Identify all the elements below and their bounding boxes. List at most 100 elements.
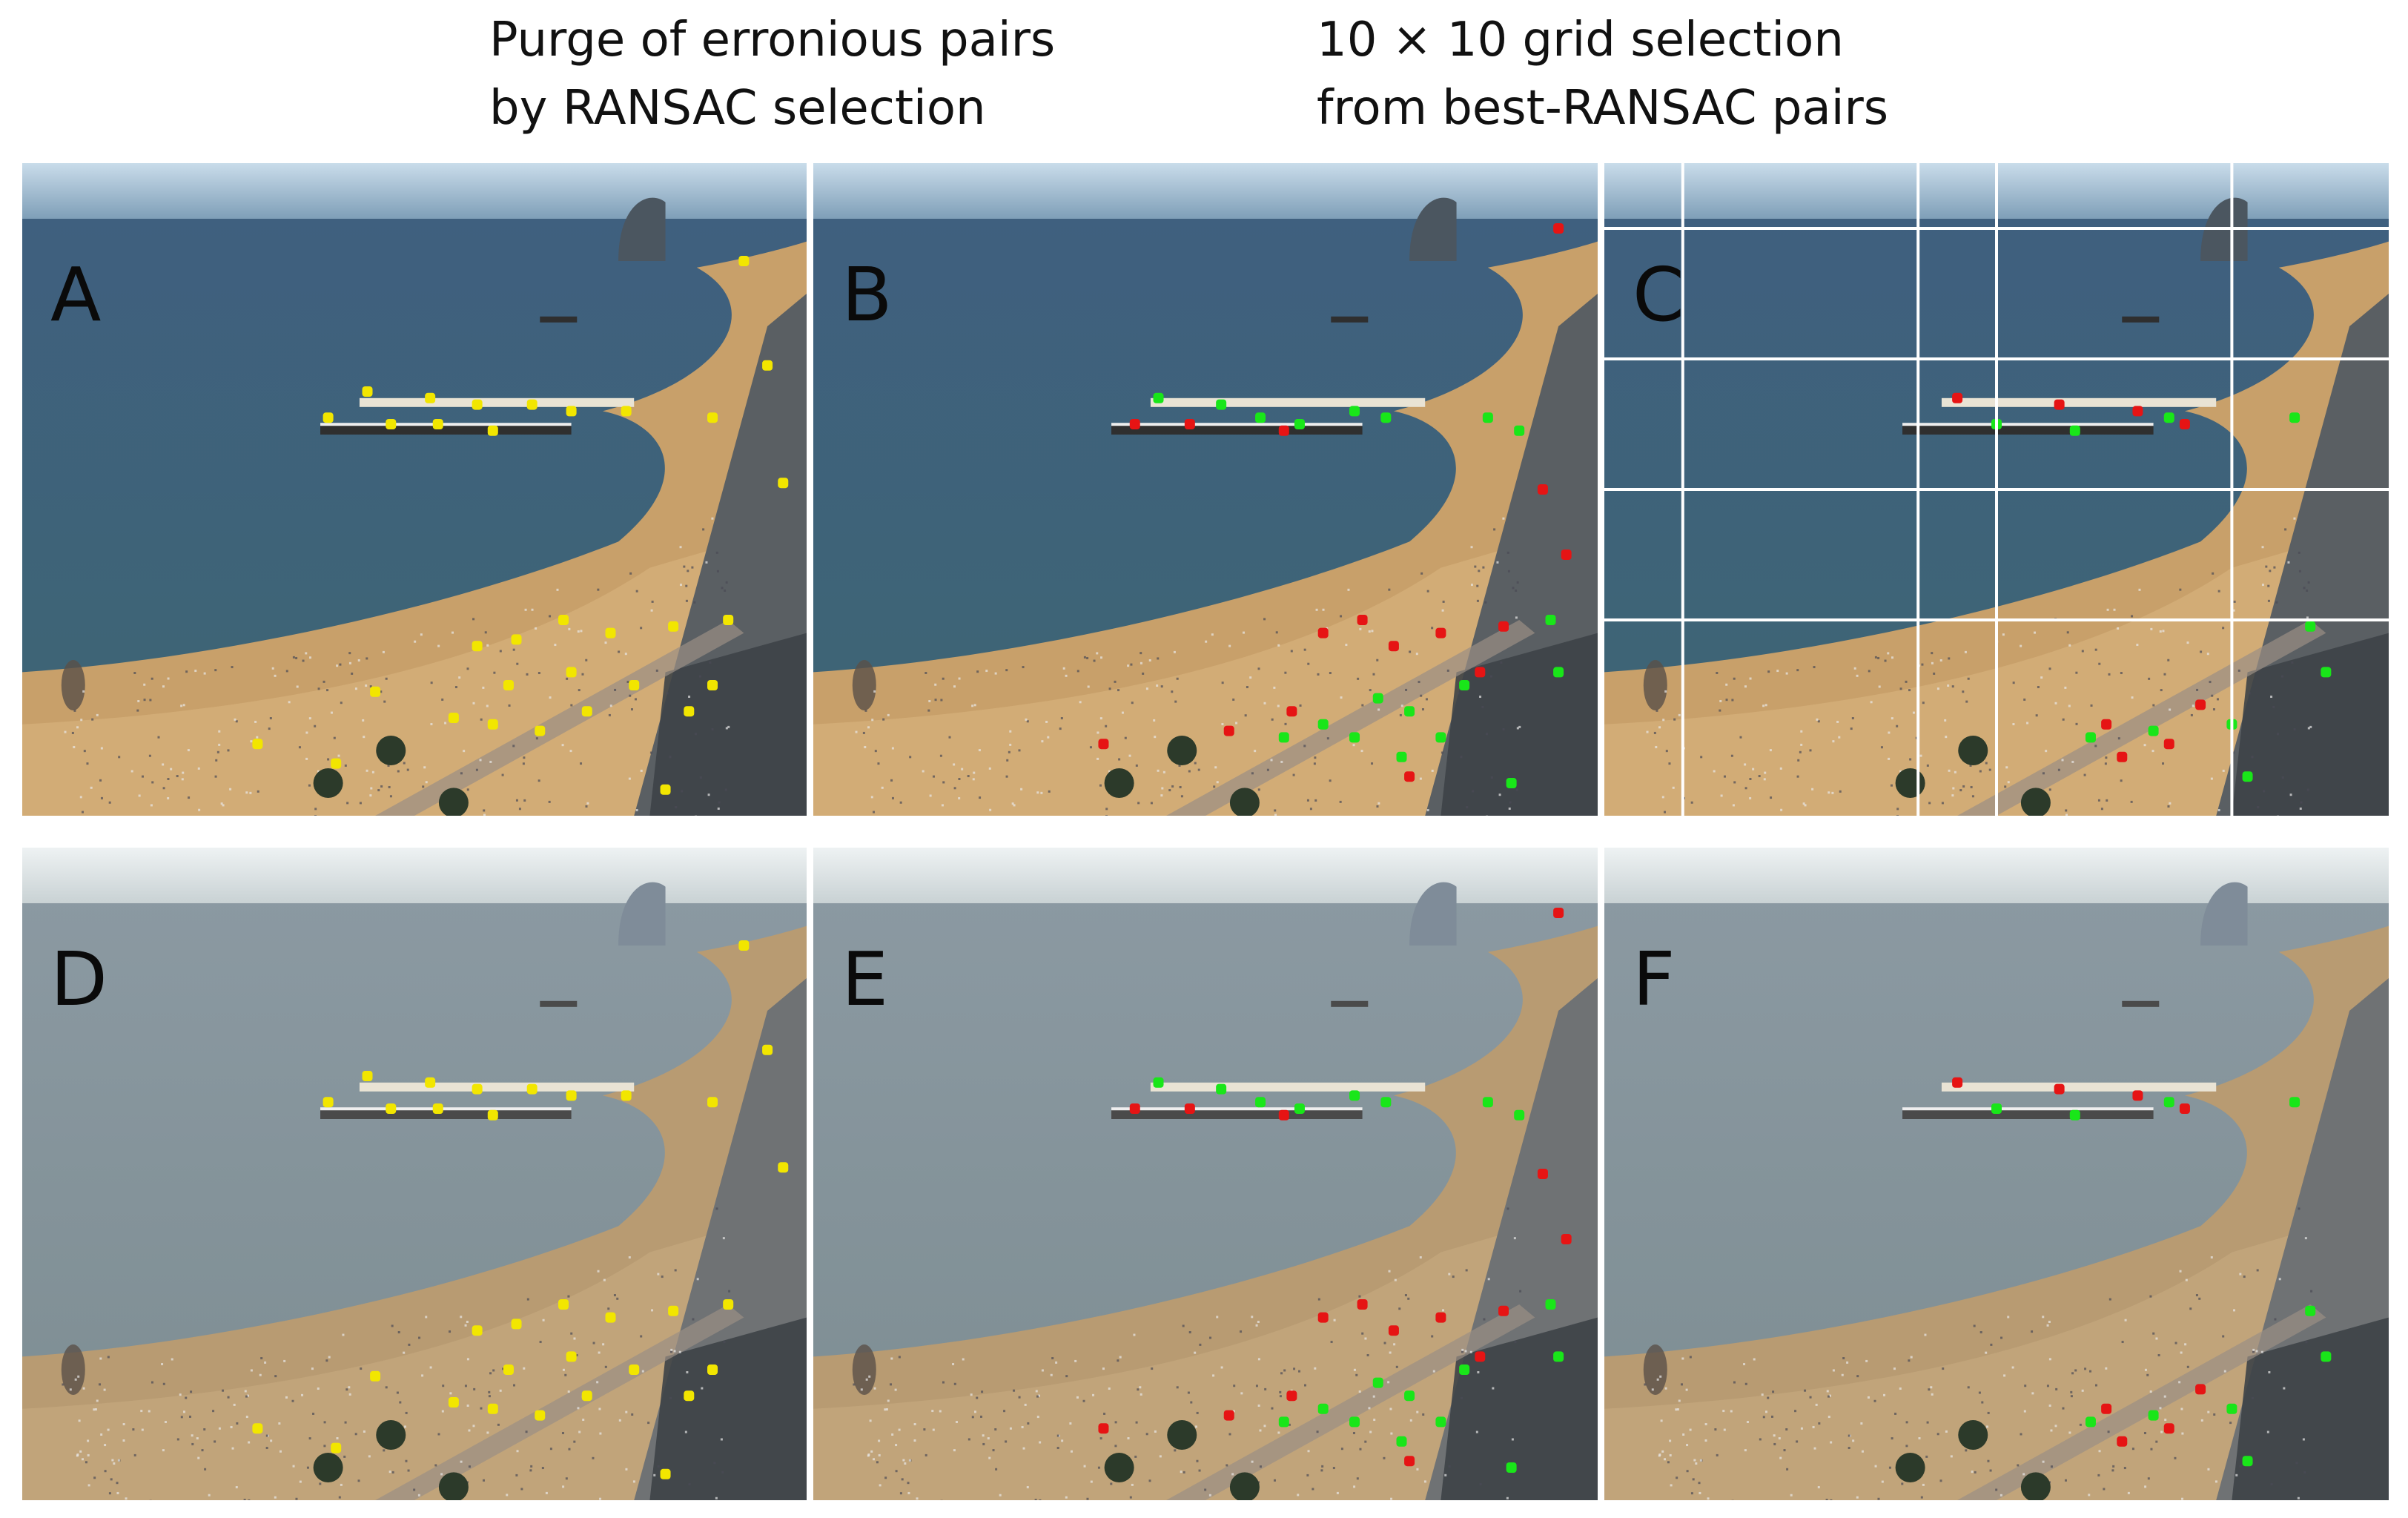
outlier-match-marker — [1223, 725, 1234, 736]
beach-photo-haze — [1604, 848, 2389, 1500]
candidate-match-marker — [487, 719, 498, 730]
panel-d: D — [22, 848, 807, 1500]
inlier-match-marker — [1506, 778, 1517, 788]
candidate-match-marker — [707, 412, 718, 423]
inlier-match-marker — [1553, 667, 1564, 678]
panel-label-e: E — [841, 936, 889, 1023]
candidate-match-marker — [629, 1364, 640, 1375]
candidate-match-marker — [487, 1109, 498, 1121]
inlier-match-marker — [2148, 725, 2159, 736]
candidate-match-marker — [566, 1090, 577, 1101]
inlier-match-marker — [1459, 680, 1470, 690]
candidate-match-marker — [472, 641, 483, 652]
inlier-match-marker — [1396, 1436, 1407, 1447]
candidate-match-marker — [472, 1325, 483, 1336]
outlier-match-marker — [1223, 1410, 1234, 1421]
panel-b: B — [813, 163, 1598, 816]
candidate-match-marker — [723, 615, 734, 625]
inlier-match-marker — [1349, 406, 1360, 417]
candidate-match-marker — [707, 1364, 718, 1375]
outlier-match-marker — [2132, 406, 2143, 417]
beach-photo-day — [1604, 163, 2389, 816]
heading-grid-line1: 10 × 10 grid selection — [1317, 13, 1844, 67]
candidate-match-marker — [581, 1390, 592, 1402]
candidate-match-marker — [684, 706, 695, 717]
inlier-match-marker — [1459, 1364, 1470, 1375]
inlier-match-marker — [1216, 399, 1227, 410]
outlier-match-marker — [1561, 1234, 1572, 1244]
inlier-match-marker — [2289, 412, 2300, 423]
outlier-match-marker — [2179, 419, 2190, 429]
candidate-match-marker — [778, 478, 789, 489]
candidate-match-marker — [660, 1468, 671, 1479]
inlier-match-marker — [1482, 1097, 1493, 1108]
inlier-match-marker — [1317, 1403, 1329, 1414]
candidate-match-marker — [762, 1044, 773, 1055]
candidate-match-marker — [487, 1403, 498, 1414]
inlier-match-marker — [2163, 412, 2174, 423]
candidate-match-marker — [621, 1090, 632, 1101]
inlier-match-marker — [1255, 412, 1266, 423]
inlier-match-marker — [1435, 732, 1446, 743]
outlier-match-marker — [1537, 1169, 1548, 1179]
inlier-match-marker — [2226, 1403, 2237, 1414]
outlier-match-marker — [1388, 1325, 1399, 1336]
candidate-match-marker — [707, 1097, 718, 1108]
beach-photo-day — [22, 163, 807, 816]
inlier-match-marker — [1991, 1103, 2002, 1114]
outlier-match-marker — [1357, 1299, 1368, 1310]
candidate-match-marker — [322, 1097, 334, 1108]
candidate-match-marker — [448, 1397, 459, 1408]
inlier-match-marker — [1349, 1090, 1360, 1101]
inlier-match-marker — [1153, 1077, 1164, 1088]
outlier-match-marker — [1129, 1103, 1140, 1114]
candidate-match-marker — [629, 680, 640, 690]
outlier-match-marker — [1286, 1390, 1297, 1402]
inlier-match-marker — [2321, 667, 2332, 678]
candidate-match-marker — [566, 1351, 577, 1362]
candidate-match-marker — [472, 1083, 483, 1095]
inlier-match-marker — [1278, 1416, 1289, 1428]
candidate-match-marker — [448, 713, 459, 723]
candidate-match-marker — [738, 940, 750, 951]
panel-e: E — [813, 848, 1598, 1500]
outlier-match-marker — [1098, 739, 1109, 750]
outlier-match-marker — [1553, 223, 1564, 234]
outlier-match-marker — [1357, 615, 1368, 625]
outlier-match-marker — [1129, 419, 1140, 429]
candidate-match-marker — [605, 1312, 616, 1323]
candidate-match-marker — [660, 784, 671, 795]
inlier-match-marker — [2148, 1410, 2159, 1421]
outlier-match-marker — [1435, 627, 1446, 638]
candidate-match-marker — [605, 627, 616, 638]
outlier-match-marker — [1553, 908, 1564, 918]
outlier-match-marker — [2101, 1403, 2112, 1414]
heading-ransac-line1: Purge of erronious pairs — [489, 13, 1056, 67]
panel-label-f: F — [1633, 936, 1676, 1023]
panel-label-a: A — [50, 251, 102, 338]
inlier-match-marker — [1545, 615, 1556, 625]
heading-grid-line2: from best-RANSAC pairs — [1317, 81, 1889, 136]
candidate-match-marker — [535, 1410, 546, 1421]
heading-ransac: Purge of erronious pairs by RANSAC selec… — [489, 6, 1055, 142]
outlier-match-marker — [2101, 719, 2112, 730]
inlier-match-marker — [2242, 1456, 2253, 1467]
candidate-match-marker — [511, 1319, 522, 1330]
candidate-match-marker — [472, 399, 483, 410]
inlier-match-marker — [1380, 1097, 1392, 1108]
outlier-match-marker — [1098, 1423, 1109, 1434]
candidate-match-marker — [566, 406, 577, 417]
inlier-match-marker — [1216, 1083, 1227, 1095]
inlier-match-marker — [1545, 1299, 1556, 1310]
candidate-match-marker — [362, 1071, 373, 1081]
inlier-match-marker — [1404, 706, 1415, 717]
outlier-match-marker — [1404, 1456, 1415, 1467]
inlier-match-marker — [1404, 1390, 1415, 1402]
beach-photo-day — [813, 163, 1598, 816]
panel-label-b: B — [841, 251, 893, 338]
candidate-match-marker — [432, 1103, 443, 1114]
inlier-match-marker — [1380, 412, 1392, 423]
candidate-match-marker — [526, 1083, 538, 1095]
outlier-match-marker — [2179, 1103, 2190, 1114]
candidate-match-marker — [668, 621, 679, 632]
